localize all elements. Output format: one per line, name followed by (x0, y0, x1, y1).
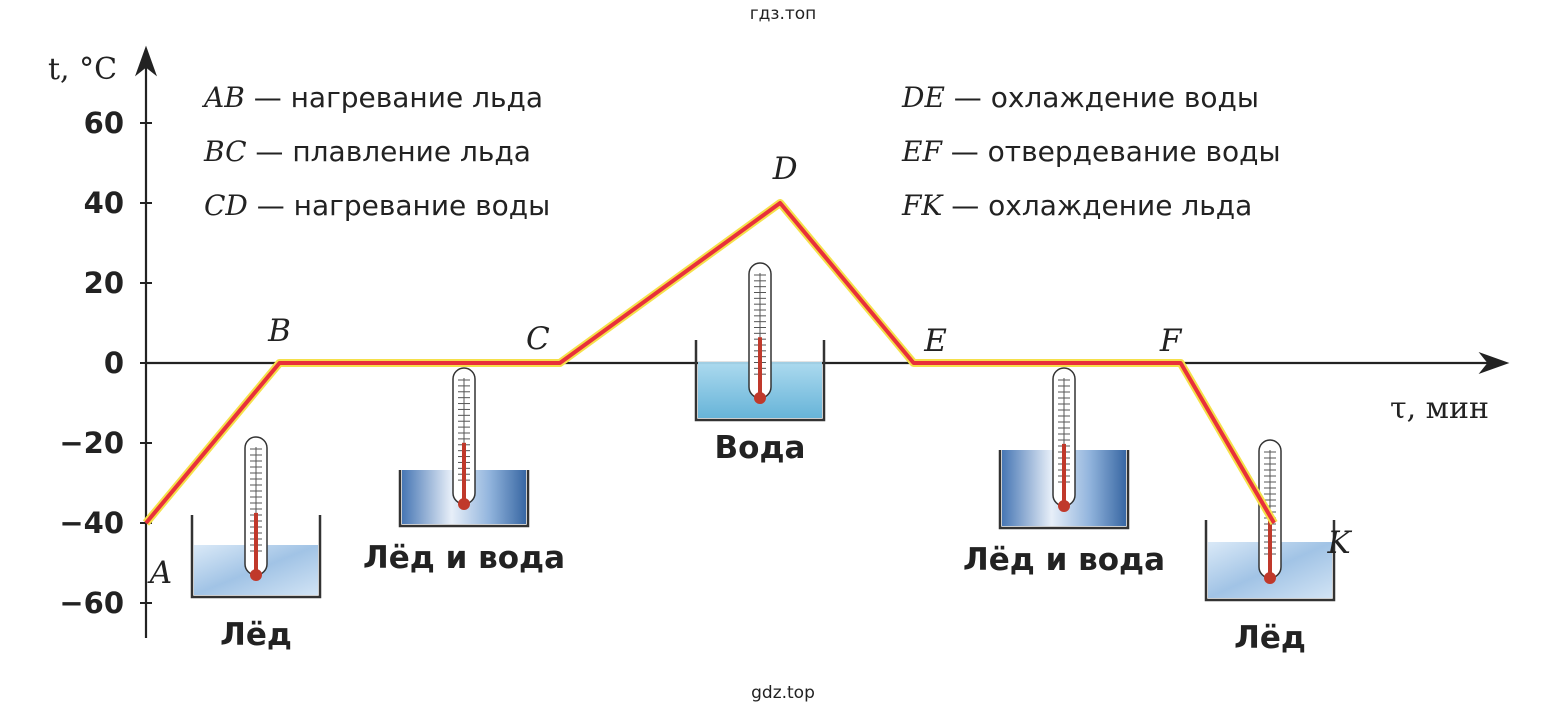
thermometer-bulb (1264, 572, 1276, 584)
beaker (694, 340, 826, 422)
legend-text: — нагревание воды (248, 189, 550, 222)
thermometer-bulb (458, 498, 470, 510)
y-tick-label: 20 (84, 266, 124, 300)
y-axis-label: t, °C (48, 52, 117, 87)
legend-code: CD (204, 189, 248, 222)
point-label-F: F (1159, 323, 1183, 359)
point-label-B: B (267, 313, 291, 349)
illustration-caption: Лёд и вода (963, 542, 1165, 578)
y-tick-label: −40 (59, 506, 124, 540)
y-tick-label: −20 (59, 426, 124, 460)
legend-text: — нагревание льда (245, 81, 543, 114)
y-tick-label: 40 (84, 186, 124, 220)
legend-code: BC (203, 135, 247, 168)
watermark-bottom: gdz.top (751, 683, 815, 703)
beaker (1204, 520, 1336, 602)
illustration-caption: Лёд (220, 617, 292, 653)
x-axis-label: τ, мин (1390, 391, 1489, 426)
thermometer-mercury (462, 442, 466, 504)
legend-text: — охлаждение льда (942, 189, 1252, 222)
legend-entry: DE — охлаждение воды (901, 81, 1259, 114)
legend-entry: EF — отвердевание воды (901, 135, 1281, 168)
beaker-illustration: Лёд (1204, 439, 1336, 656)
legend-code: AB (201, 81, 245, 114)
y-tick-label: −60 (59, 586, 124, 620)
thermometer-bulb (754, 392, 766, 404)
legend-code: FK (901, 189, 944, 222)
thermometer-bulb (1058, 500, 1070, 512)
beaker (398, 470, 530, 528)
legend-entry: CD — нагревание воды (204, 189, 550, 222)
point-label-D: D (772, 151, 798, 187)
legend-text: — отвердевание воды (942, 135, 1281, 168)
legend-entry: AB — нагревание льда (201, 81, 543, 114)
point-label-A: A (147, 555, 172, 591)
illustration-caption: Лёд и вода (363, 540, 565, 576)
point-label-C: C (526, 321, 550, 357)
thermometer-mercury (1062, 443, 1066, 506)
point-label-K: K (1326, 525, 1352, 561)
beaker-illustration: Лёд (190, 436, 322, 653)
beaker-illustration: Лёд и вода (963, 367, 1165, 578)
beaker-illustration: Лёд и вода (363, 367, 565, 576)
legend-code: EF (901, 135, 943, 168)
illustration-caption: Вода (715, 430, 806, 466)
legend-entry: FK — охлаждение льда (901, 189, 1252, 222)
beaker-illustration: Вода (694, 262, 826, 466)
beaker (998, 450, 1130, 530)
y-tick-label: 0 (104, 346, 124, 380)
legend-code: DE (901, 81, 945, 114)
legend-text: — охлаждение воды (945, 81, 1259, 114)
watermark-top: гдз.топ (749, 4, 817, 24)
legend-text: — плавление льда (247, 135, 531, 168)
y-tick-label: 60 (84, 106, 124, 140)
point-label-E: E (923, 323, 947, 359)
thermometer-mercury (254, 512, 258, 575)
thermometer-bulb (250, 569, 262, 581)
thermometer-mercury (758, 337, 762, 398)
beaker (190, 515, 322, 599)
thermometer-mercury (1268, 515, 1272, 578)
legend-entry: BC — плавление льда (203, 135, 531, 168)
illustration-caption: Лёд (1234, 620, 1306, 656)
